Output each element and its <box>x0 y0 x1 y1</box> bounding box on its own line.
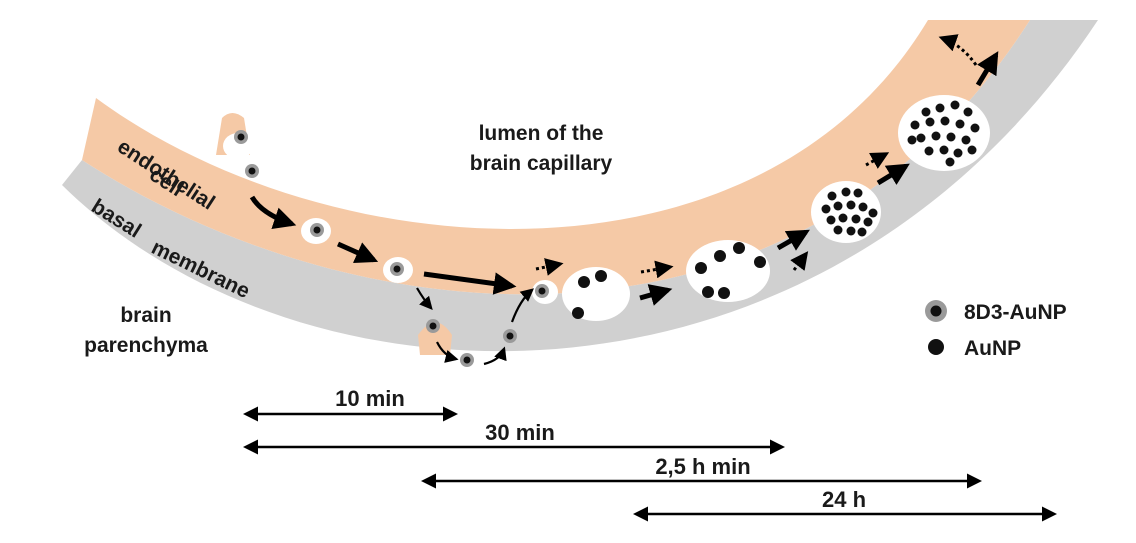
parenchyma-label: parenchyma <box>84 334 208 357</box>
timeline <box>246 414 1054 514</box>
legend: 8D3-AuNP AuNP <box>925 300 1067 360</box>
legend-label: 8D3-AuNP <box>964 301 1067 324</box>
timeline-label: 2,5 h min <box>655 454 750 479</box>
parenchyma-label: brain <box>120 304 171 327</box>
lumen-label: lumen of the <box>479 122 604 145</box>
timeline-label: 24 h <box>822 487 866 512</box>
solid-particle-icon <box>928 339 944 355</box>
timeline-label: 30 min <box>485 420 555 445</box>
legend-label: AuNP <box>964 337 1021 360</box>
timeline-label: 10 min <box>335 386 405 411</box>
lumen-label: brain capillary <box>470 152 613 175</box>
